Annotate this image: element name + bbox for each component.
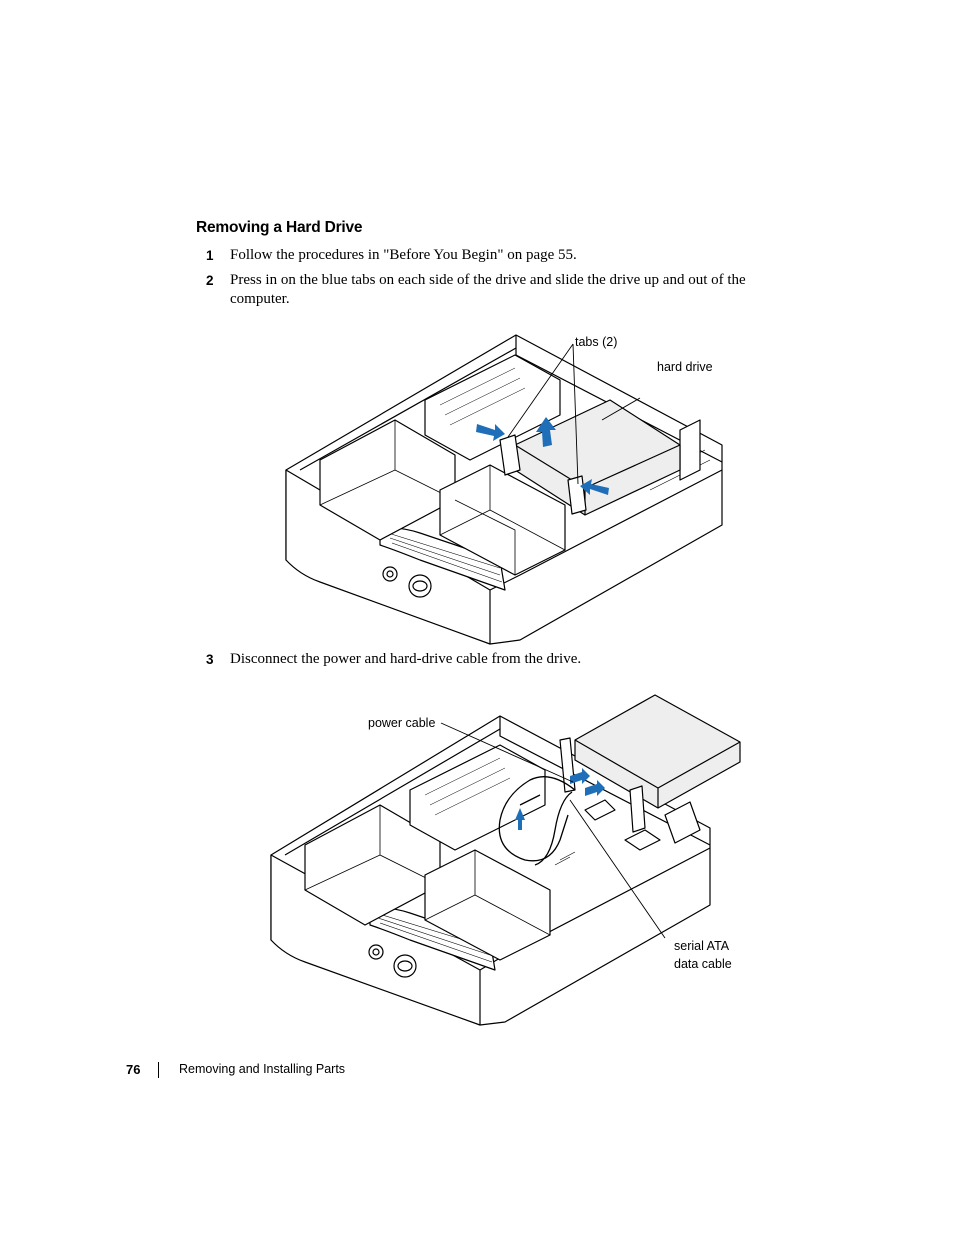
- step-1: 1 Follow the procedures in "Before You B…: [206, 246, 786, 265]
- callout-tabs: tabs (2): [575, 335, 618, 349]
- leader-line-hard-drive: [601, 397, 641, 421]
- step-text: Disconnect the power and hard-drive cabl…: [230, 651, 582, 667]
- chapter-title: Removing and Installing Parts: [179, 1062, 346, 1076]
- hard-drive-illustration: [499, 399, 681, 516]
- section-heading: Removing a Hard Drive: [196, 219, 363, 236]
- callout-power-cable: power cable: [368, 716, 436, 730]
- step-number: 3: [206, 652, 214, 667]
- blue-arrow-icon: [476, 417, 609, 495]
- step-3: 3 Disconnect the power and hard-drive ca…: [206, 650, 786, 669]
- callout-sata-line2: data cable: [674, 957, 732, 971]
- chassis-illustration: [285, 334, 723, 645]
- blue-arrow-icon: [515, 768, 605, 830]
- page-number: 76: [126, 1062, 141, 1077]
- leader-line-sata-cable: [569, 799, 666, 939]
- chassis-illustration: [270, 715, 711, 1026]
- step-text: Press in on the blue tabs on each side o…: [230, 272, 746, 307]
- leader-line-power-cable: [440, 722, 574, 783]
- callout-hard-drive: hard drive: [657, 360, 713, 374]
- cable-illustration: [498, 776, 576, 866]
- step-text: Follow the procedures in "Before You Beg…: [230, 247, 577, 263]
- callout-sata-line1: serial ATA: [674, 939, 730, 953]
- step-2: 2 Press in on the blue tabs on each side…: [206, 271, 786, 309]
- step-number: 1: [206, 248, 214, 263]
- leader-line-tabs: [507, 343, 579, 485]
- step-number: 2: [206, 273, 214, 288]
- footer-divider: [158, 1062, 159, 1078]
